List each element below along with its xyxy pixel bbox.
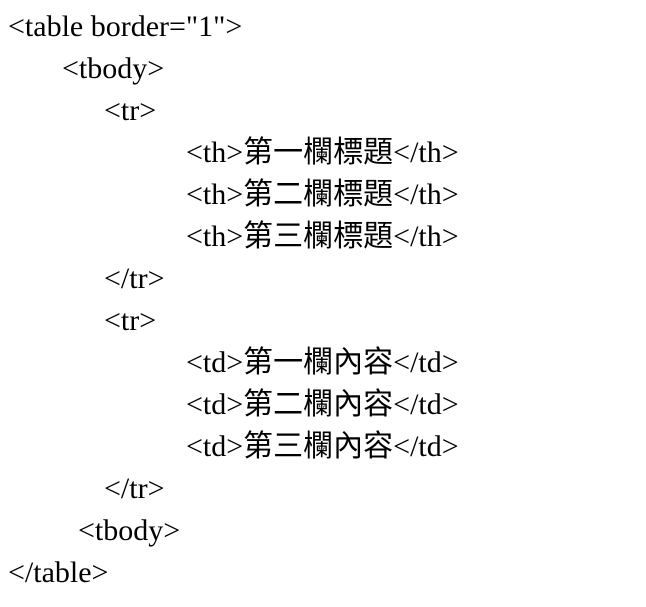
code-line-td-3: <td>第三欄內容</td> xyxy=(186,430,459,463)
code-line-table-close: </table> xyxy=(8,556,109,589)
code-line-tr-open-2: <tr> xyxy=(104,304,157,337)
code-line-td-2: <td>第二欄內容</td> xyxy=(186,388,459,421)
code-line-tr-close-1: </tr> xyxy=(104,262,165,295)
code-line-th-3: <th>第三欄標題</th> xyxy=(186,220,459,253)
code-line-th-2: <th>第二欄標題</th> xyxy=(186,178,459,211)
code-line-tr-close-2: </tr> xyxy=(104,472,165,505)
code-line-table-open: <table border="1"> xyxy=(8,10,243,43)
code-line-td-1: <td>第一欄內容</td> xyxy=(186,346,459,379)
code-line-tbody-close: <tbody> xyxy=(78,514,181,547)
code-line-tbody-open: <tbody> xyxy=(62,52,165,85)
code-line-th-1: <th>第一欄標題</th> xyxy=(186,136,459,169)
code-line-tr-open-1: <tr> xyxy=(104,94,157,127)
